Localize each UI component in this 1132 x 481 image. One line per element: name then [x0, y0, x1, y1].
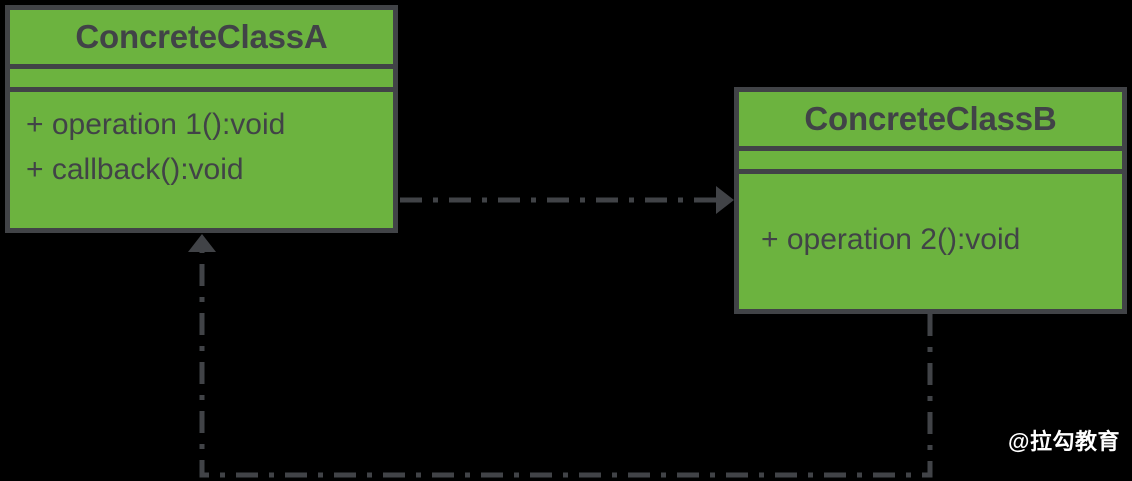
class-b-name: ConcreteClassB: [804, 100, 1057, 137]
class-a-name: ConcreteClassA: [75, 18, 328, 55]
class-a-operation-1: + operation 1():void: [26, 108, 286, 141]
dependency-a-to-b-arrowhead: [716, 186, 734, 214]
class-b-divider-bottom: [739, 169, 1122, 174]
class-a-attributes-compartment: [10, 69, 393, 87]
class-a-operation-2: + callback():void: [26, 153, 244, 186]
class-a-divider-top: [10, 64, 393, 69]
class-b-attributes-compartment: [739, 151, 1122, 169]
class-b-operation-1: + operation 2():void: [761, 223, 1021, 256]
dependency-b-to-a-arrowhead: [188, 234, 216, 252]
watermark-label: @拉勾教育: [1008, 429, 1120, 454]
dependency-a-to-b[interactable]: [400, 186, 734, 214]
class-b-operations-compartment: + operation 2():void: [739, 174, 1122, 309]
uml-class-concreteclassa[interactable]: ConcreteClassA + operation 1():void + ca…: [5, 5, 398, 233]
class-b-divider-top: [739, 146, 1122, 151]
class-a-divider-bottom: [10, 87, 393, 92]
uml-class-concreteclassb[interactable]: ConcreteClassB + operation 2():void: [734, 87, 1127, 314]
class-a-operations-compartment: + operation 1():void + callback():void: [10, 92, 393, 228]
